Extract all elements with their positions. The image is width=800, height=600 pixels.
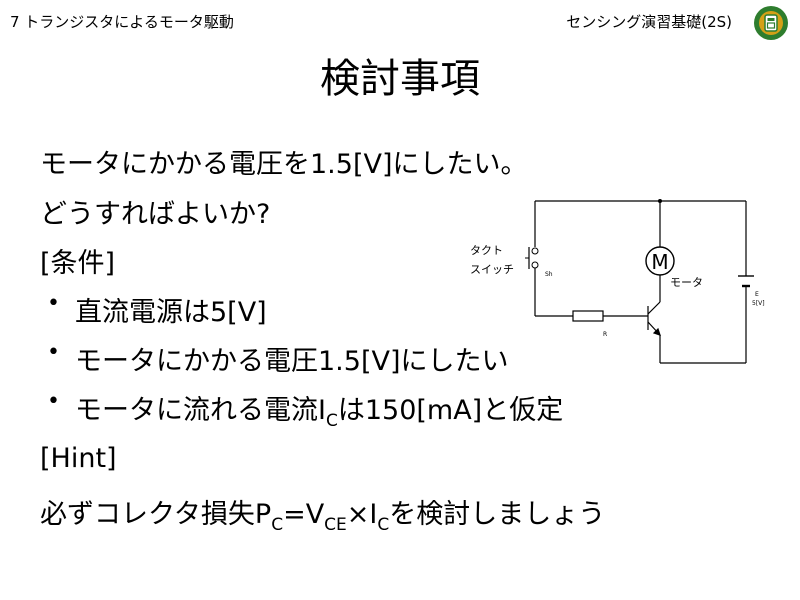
header-left-title: 7 トランジスタによるモータ駆動 xyxy=(10,13,234,31)
list-item-condition-2: • モータにかかる電圧1.5[V]にしたい xyxy=(47,339,509,378)
text-line-question: どうすればよいか? xyxy=(40,199,271,230)
condition-2-text: モータにかかる電圧1.5[V]にしたい xyxy=(75,346,509,377)
battery-value-label: 5[V] xyxy=(752,300,765,307)
hint-text-eq: =V xyxy=(283,499,325,530)
bullet-icon: • xyxy=(47,291,60,316)
hint-text-times: ×I xyxy=(346,499,378,530)
school-emblem-icon xyxy=(754,6,788,40)
switch-label-2: スイッチ xyxy=(470,263,514,276)
subscript-c: C xyxy=(271,515,284,535)
hint-text-post: を検討しましょう xyxy=(389,499,606,530)
bullet-icon: • xyxy=(47,389,60,414)
switch-label-1: タクト xyxy=(470,244,503,257)
header-course-title: センシング演習基礎(2S) xyxy=(566,13,732,31)
list-item-condition-3: • モータに流れる電流ICは150[mA]と仮定 xyxy=(47,388,564,430)
circuit-diagram: タクト スイッチ Sh M モータ R E 5[V] xyxy=(470,199,765,364)
hint-text-pre: 必ずコレクタ損失P xyxy=(40,499,272,530)
motor-label: モータ xyxy=(670,276,703,289)
hint-label: [Hint] xyxy=(40,443,117,474)
slide-title: 検討事項 xyxy=(320,56,480,102)
switch-ref-label: Sh xyxy=(545,271,553,278)
junction-dot xyxy=(658,199,662,203)
list-item-condition-1: • 直流電源は5[V] xyxy=(47,290,267,329)
text-line-goal: モータにかかる電圧を1.5[V]にしたい。 xyxy=(40,149,528,180)
resistor-icon xyxy=(572,310,604,322)
subscript-c: C xyxy=(325,411,338,431)
condition-3-text-tail: は150[mA]と仮定 xyxy=(337,395,564,426)
condition-1-text: 直流電源は5[V] xyxy=(75,297,267,328)
motor-icon xyxy=(645,246,675,276)
subscript-ce: CE xyxy=(324,515,347,535)
battery-icon xyxy=(738,275,754,288)
motor-symbol: M xyxy=(651,250,668,274)
hint-text: 必ずコレクタ損失PC=VCE×ICを検討しましょう xyxy=(40,492,606,534)
switch-icon xyxy=(525,247,539,269)
transistor-icon xyxy=(647,301,661,336)
subscript-c: C xyxy=(377,515,390,535)
text-line-conditions-label: [条件] xyxy=(40,248,116,279)
condition-3-text: モータに流れる電流I xyxy=(75,395,326,426)
battery-ref-label: E xyxy=(755,291,759,298)
resistor-ref-label: R xyxy=(603,331,607,338)
bullet-icon: • xyxy=(47,340,60,365)
